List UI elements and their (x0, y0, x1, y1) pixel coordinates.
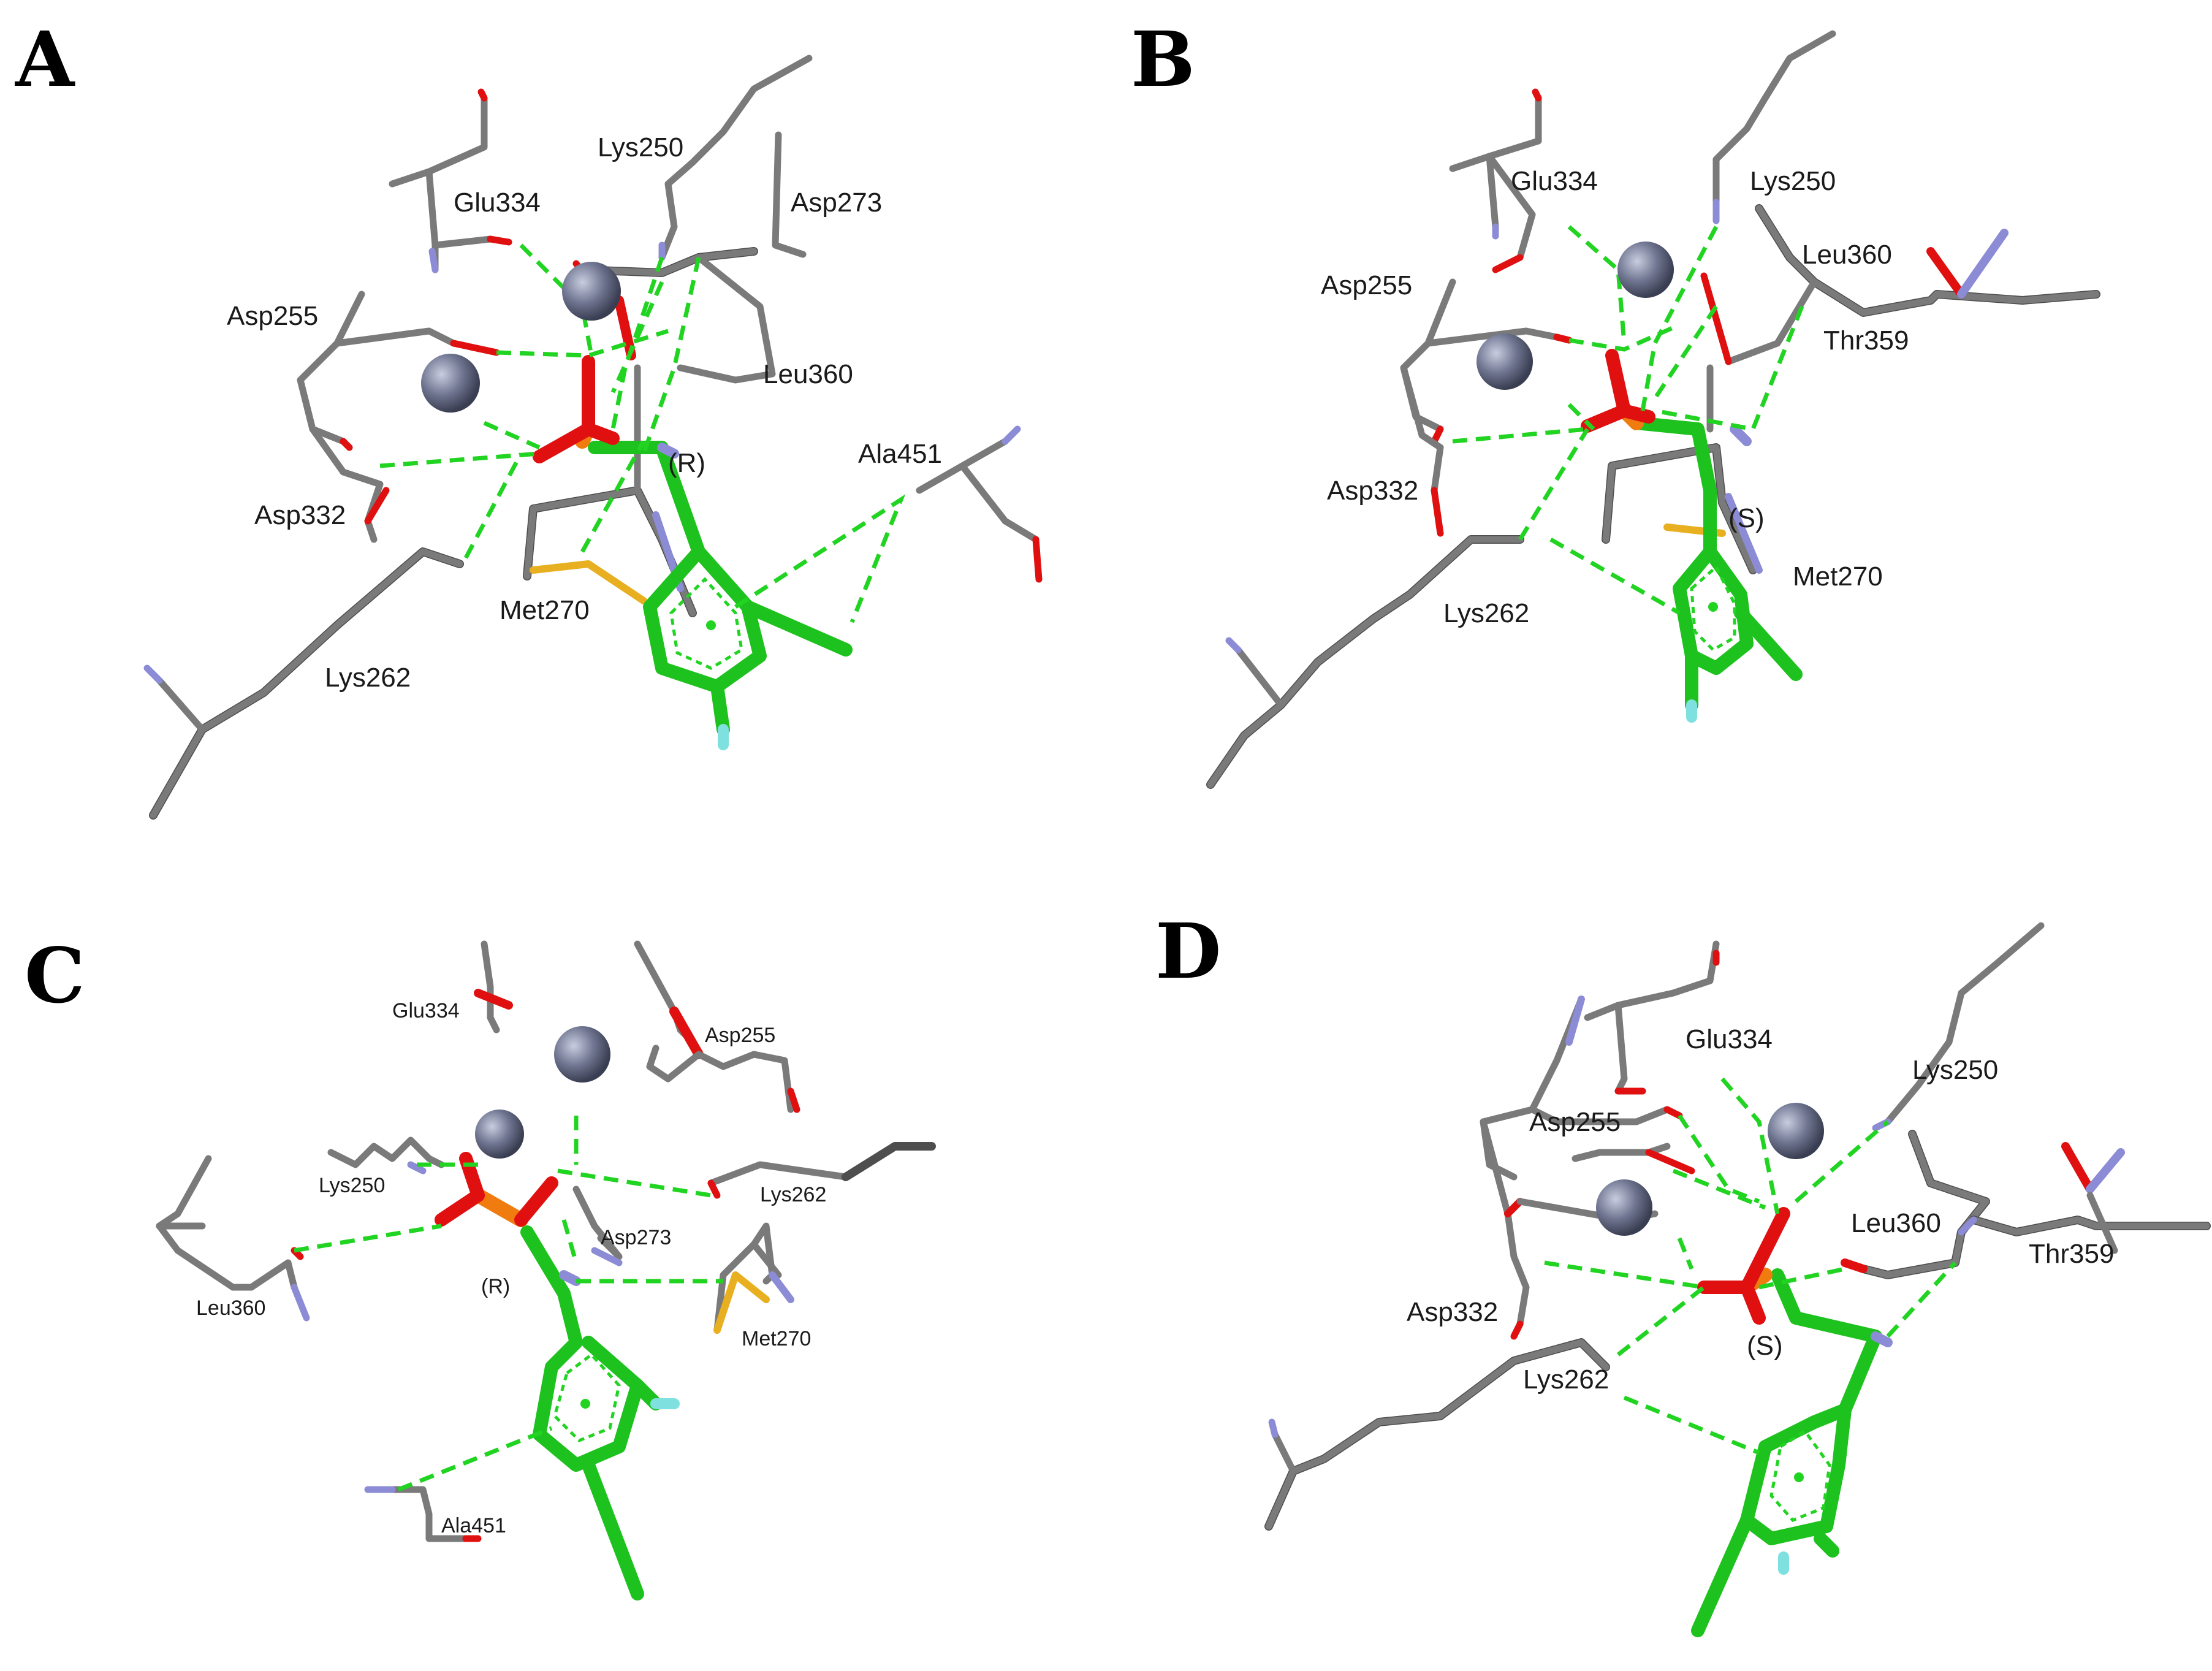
ligand-d (1691, 1207, 1893, 1637)
residue-label-b-leu360: Leu360 (1802, 240, 1892, 270)
residue-label-d-asp255: Asp255 (1529, 1107, 1621, 1137)
ligand-b (1581, 349, 1803, 723)
panel-letter-a: A (15, 15, 75, 104)
residue-label-b-met270: Met270 (1793, 561, 1883, 592)
stereo-label-a: (R) (668, 448, 705, 478)
protein-sticks-d (1264, 922, 2211, 1531)
panel-d: D (1155, 907, 2211, 1637)
metal-ion-a-1 (562, 262, 621, 321)
hbonds-d (1544, 1077, 1957, 1455)
metal-ion-c-2 (475, 1110, 524, 1159)
panel-letter-c: C (25, 932, 85, 1021)
metal-ion-c-1 (554, 1026, 610, 1083)
hbonds-c (294, 1116, 723, 1492)
residue-label-a-lys250: Lys250 (598, 132, 683, 162)
residue-label-a-ala451: Ala451 (858, 439, 942, 469)
residue-label-c-asp255: Asp255 (705, 1024, 775, 1047)
stereo-label-c: (R) (481, 1275, 510, 1298)
panel-a: A (15, 15, 1043, 820)
residue-label-b-lys262: Lys262 (1443, 598, 1529, 628)
hbonds-a (379, 243, 906, 623)
residue-label-a-met270: Met270 (500, 595, 590, 625)
panel-b: B (1131, 15, 2100, 789)
metal-ion-d-2 (1596, 1179, 1652, 1236)
residue-label-c-leu360: Leu360 (196, 1296, 265, 1320)
residue-label-a-asp273: Asp273 (791, 188, 882, 218)
residue-label-c-met270: Met270 (742, 1327, 811, 1350)
panel-letter-d: D (1155, 907, 1222, 996)
residue-label-b-asp255: Asp255 (1321, 270, 1412, 300)
protein-sticks-a (143, 55, 1043, 820)
residue-label-b-lys250: Lys250 (1750, 166, 1836, 196)
residue-label-d-lys262: Lys262 (1523, 1365, 1609, 1395)
residue-label-b-asp332: Asp332 (1327, 476, 1418, 506)
panel-c: C (25, 932, 936, 1601)
residue-label-a-glu334: Glu334 (454, 188, 541, 218)
metal-ion-b-1 (1617, 242, 1674, 298)
metal-ion-d-1 (1768, 1103, 1824, 1159)
residue-label-a-asp332: Asp332 (254, 500, 346, 530)
residue-label-d-lys250: Lys250 (1912, 1055, 1998, 1085)
ligand-a (533, 295, 853, 750)
residue-label-a-leu360: Leu360 (763, 359, 853, 389)
stereo-label-d: (S) (1747, 1331, 1783, 1361)
residue-label-c-asp273: Asp273 (601, 1226, 671, 1249)
residue-label-c-lys262: Lys262 (760, 1183, 826, 1206)
residue-label-c-glu334: Glu334 (392, 999, 460, 1022)
residue-label-d-asp332: Asp332 (1407, 1297, 1498, 1327)
residue-label-c-ala451: Ala451 (441, 1514, 506, 1537)
metal-ion-b-2 (1477, 333, 1533, 390)
residue-label-b-thr359: Thr359 (1823, 325, 1909, 356)
residue-label-d-thr359: Thr359 (2029, 1239, 2114, 1269)
residue-label-d-glu334: Glu334 (1686, 1024, 1773, 1054)
metal-ion-a-2 (421, 354, 480, 413)
residue-label-b-glu334: Glu334 (1511, 166, 1598, 196)
residue-label-d-leu360: Leu360 (1851, 1208, 1941, 1238)
residue-label-a-asp255: Asp255 (227, 301, 318, 331)
hbonds-b (1452, 225, 1804, 615)
residue-label-a-lys262: Lys262 (325, 663, 411, 693)
panel-letter-b: B (1131, 15, 1195, 104)
protein-sticks-b (1206, 30, 2100, 789)
residue-label-c-lys250: Lys250 (319, 1174, 385, 1197)
protein-sticks-c (156, 940, 936, 1542)
stereo-label-b: (S) (1728, 503, 1765, 533)
